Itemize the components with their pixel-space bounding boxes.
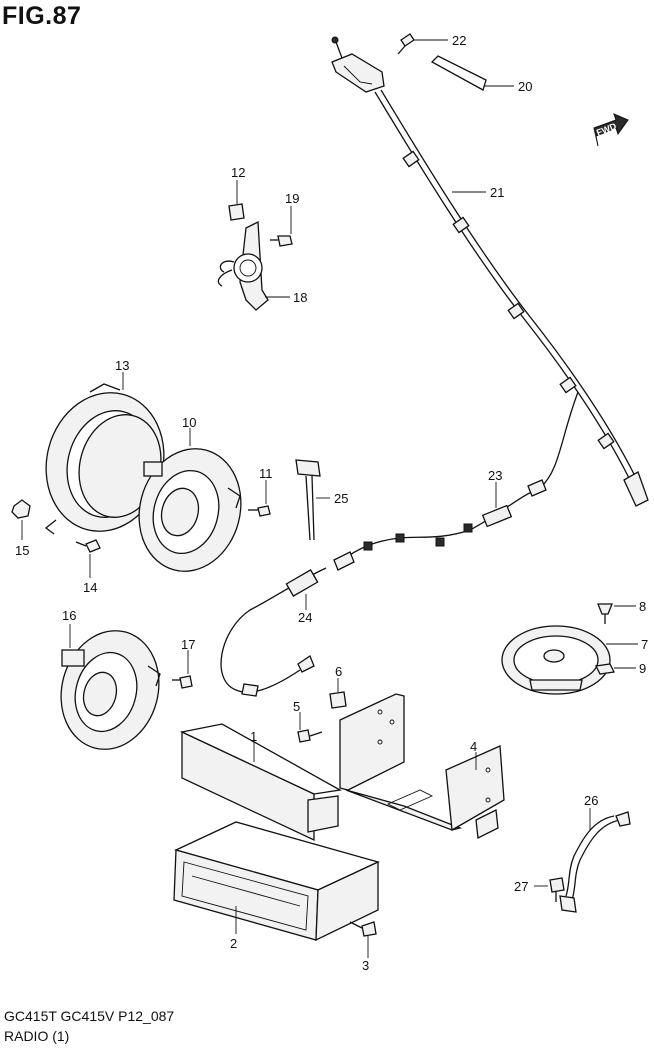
tweeter-speaker[interactable] xyxy=(501,625,611,695)
callout-21: 21 xyxy=(490,185,504,200)
callout-23: 23 xyxy=(488,468,502,483)
radio-bracket[interactable] xyxy=(339,693,505,839)
callout-24: 24 xyxy=(298,610,312,625)
tweeter-bracket[interactable] xyxy=(217,220,269,311)
callout-3: 3 xyxy=(362,958,369,973)
bracket-clip[interactable] xyxy=(329,691,347,709)
forward-direction-arrow: FWD xyxy=(593,113,629,147)
antenna-gasket[interactable] xyxy=(430,55,487,91)
antenna-mounting-screw[interactable] xyxy=(397,33,415,55)
antenna-base[interactable] xyxy=(331,36,385,93)
callout-22: 22 xyxy=(452,33,466,48)
callout-12: 12 xyxy=(231,165,245,180)
callout-13: 13 xyxy=(115,358,129,373)
section-name: RADIO (1) xyxy=(4,1028,70,1044)
svg-text:FWD: FWD xyxy=(595,121,618,138)
antenna-lead-cable[interactable] xyxy=(220,567,327,697)
ground-cable[interactable] xyxy=(559,811,631,913)
callout-10: 10 xyxy=(182,415,196,430)
pocket-screw[interactable] xyxy=(349,921,377,937)
cable-tie[interactable] xyxy=(295,459,321,541)
front-door-speaker[interactable] xyxy=(126,437,255,583)
grommet[interactable] xyxy=(11,499,31,519)
antenna-extension-cable[interactable] xyxy=(333,479,547,571)
speaker-screw[interactable] xyxy=(248,505,271,517)
bracket-screw[interactable] xyxy=(297,729,323,743)
rear-speaker[interactable] xyxy=(48,620,172,761)
callout-17: 17 xyxy=(181,637,195,652)
callout-19: 19 xyxy=(285,191,299,206)
speaker-nut[interactable] xyxy=(595,663,615,675)
clip[interactable] xyxy=(228,203,245,221)
callout-5: 5 xyxy=(293,699,300,714)
callout-1: 1 xyxy=(250,729,257,744)
callout-2: 2 xyxy=(230,936,237,951)
callout-15: 15 xyxy=(15,543,29,558)
callout-20: 20 xyxy=(518,79,532,94)
speaker-screw-8[interactable] xyxy=(597,603,613,624)
callout-8: 8 xyxy=(639,599,646,614)
adapter-screw[interactable] xyxy=(75,539,101,553)
ground-bolt[interactable] xyxy=(549,877,565,902)
callout-6: 6 xyxy=(335,664,342,679)
antenna-cable[interactable] xyxy=(374,89,649,507)
callout-14: 14 xyxy=(83,580,97,595)
callout-7: 7 xyxy=(641,637,648,652)
radio-pocket[interactable] xyxy=(173,821,380,942)
callout-25: 25 xyxy=(334,491,348,506)
callout-16: 16 xyxy=(62,608,76,623)
callout-27: 27 xyxy=(514,879,528,894)
callout-9: 9 xyxy=(639,661,646,676)
radio-face-plate[interactable] xyxy=(179,723,342,842)
callout-4: 4 xyxy=(470,739,477,754)
callout-26: 26 xyxy=(584,793,598,808)
callout-11: 11 xyxy=(259,466,273,481)
callout-18: 18 xyxy=(293,290,307,305)
tapping-screw[interactable] xyxy=(270,235,293,247)
rear-speaker-screw[interactable] xyxy=(172,675,193,689)
model-code: GC415T GC415V P12_087 xyxy=(4,1008,175,1024)
figure-title: FIG.87 xyxy=(2,2,82,30)
